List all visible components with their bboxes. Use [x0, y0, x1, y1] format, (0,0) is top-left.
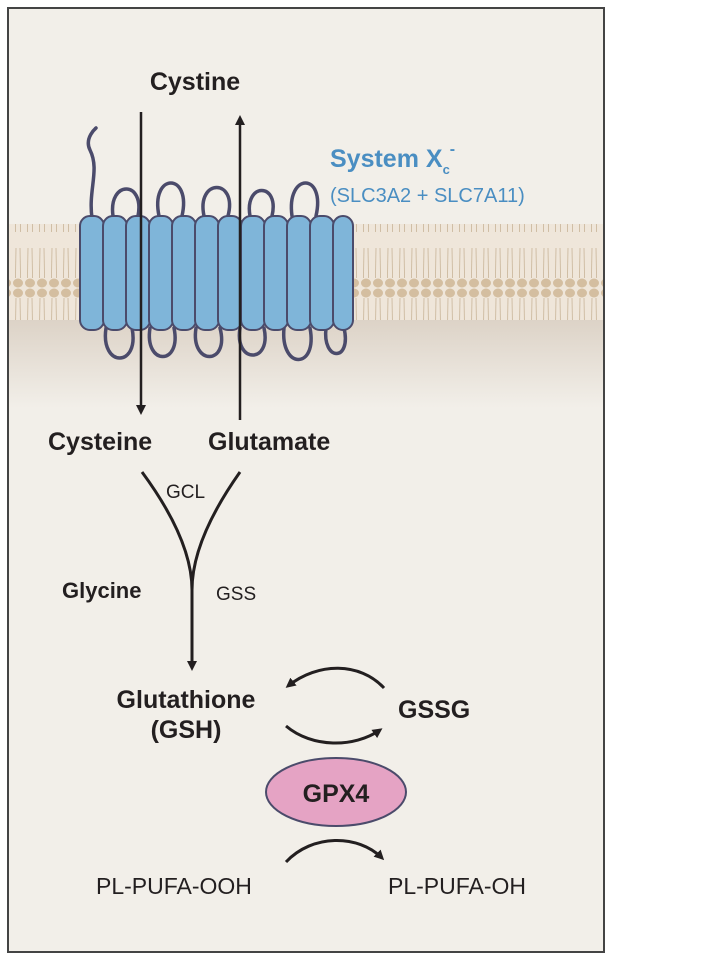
- glycine-label: Glycine: [62, 578, 141, 603]
- gsh-to-gssg-arrow: [285, 724, 383, 745]
- transporter-name: System Xc-: [330, 141, 455, 177]
- pl-pufa-oh-label: PL-PUFA-OH: [388, 873, 526, 899]
- gpx4-enzyme: [265, 757, 407, 827]
- glutathione-label: Glutathione: [117, 686, 256, 714]
- cysteine-label: Cysteine: [48, 428, 152, 456]
- glutamate-label: Glutamate: [208, 428, 330, 456]
- pl-pufa-ooh-label: PL-PUFA-OOH: [96, 873, 252, 899]
- system-xc-transporter: [79, 215, 354, 331]
- gsh-synthesis-path: [140, 471, 242, 668]
- gss-enzyme-label: GSS: [216, 584, 256, 605]
- transporter-loops: [86, 126, 348, 362]
- lipid-reduction-arrow: [284, 839, 385, 864]
- cytoplasm-shading: [9, 318, 603, 408]
- transporter-components: (SLC3A2 + SLC7A11): [330, 185, 525, 207]
- gpx4-label: GPX4: [303, 780, 370, 808]
- cystine-label: Cystine: [150, 68, 240, 96]
- gcl-enzyme-label: GCL: [166, 482, 205, 503]
- gssg-label: GSSG: [398, 696, 470, 724]
- gsh-label: (GSH): [151, 716, 222, 744]
- gssg-to-gsh-arrow: [285, 666, 386, 690]
